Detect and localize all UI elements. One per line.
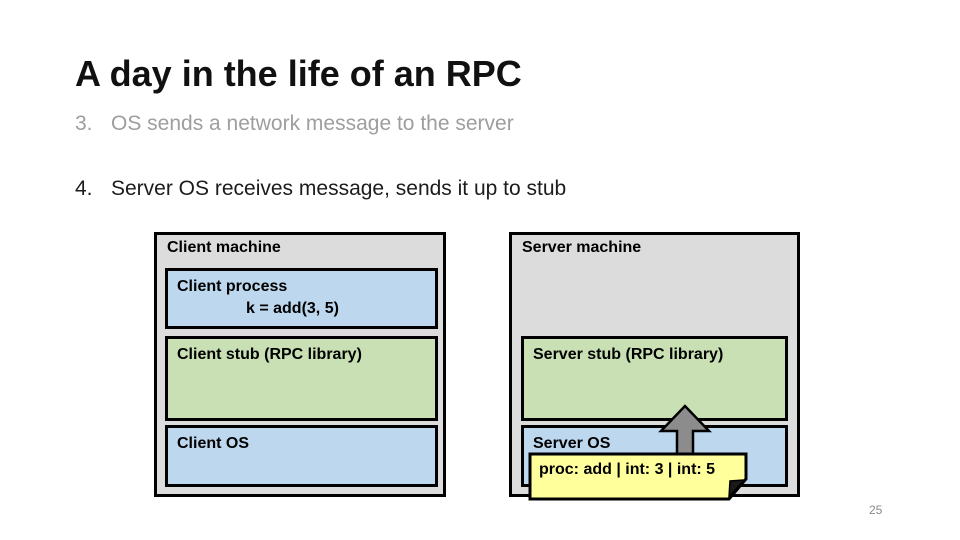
server-machine-label: Server machine [522,239,642,256]
client-stub-label: Client stub (RPC library) [177,346,362,363]
bullet-step-3: 3. OS sends a network message to the ser… [75,110,514,137]
bullet-step-4: 4. Server OS receives message, sends it … [75,175,566,202]
bullet-number: 3. [75,112,93,135]
server-stub-label: Server stub (RPC library) [533,346,724,363]
bullet-text: OS sends a network message to the server [111,112,514,135]
server-machine-box: Server machine Server stub (RPC library)… [509,232,800,497]
client-process-code: k = add(3, 5) [246,300,339,317]
client-os-box: Client OS [165,425,438,487]
client-process-box: Client process k = add(3, 5) [165,268,438,329]
page-title: A day in the life of an RPC [75,53,522,94]
client-stub-box: Client stub (RPC library) [165,336,438,421]
client-process-label: Client process [177,278,288,295]
sticky-note-text: proc: add | int: 3 | int: 5 [539,461,716,478]
client-machine-box: Client machine Client process k = add(3,… [154,232,446,497]
page-number: 25 [869,503,883,517]
client-os-label: Client OS [177,435,250,452]
bullet-text: Server OS receives message, sends it up … [111,177,567,200]
bullet-number: 4. [75,177,93,200]
client-machine-label: Client machine [167,239,281,256]
server-os-label: Server OS [533,435,611,452]
server-stub-box: Server stub (RPC library) [521,336,788,421]
